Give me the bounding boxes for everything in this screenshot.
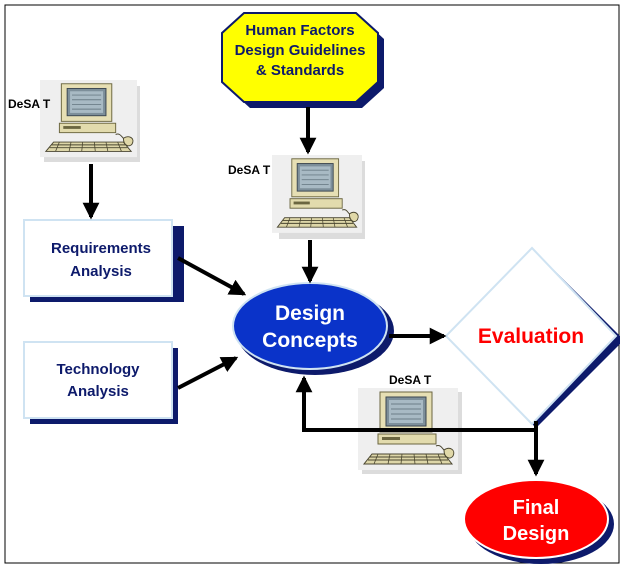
design-concepts-label-line-2: Concepts bbox=[262, 329, 358, 352]
evaluation-label: Evaluation bbox=[478, 325, 584, 348]
design-concepts-label-line-1: Design bbox=[275, 302, 345, 325]
design-concepts-node: Design Concepts bbox=[232, 282, 394, 375]
guidelines-label-line-2: Design Guidelines bbox=[235, 42, 366, 59]
technology-node: Technology Analysis bbox=[23, 341, 178, 424]
requirements-label-line-2: Analysis bbox=[70, 263, 132, 280]
requirements-node: Requirements Analysis bbox=[23, 219, 184, 302]
connectors bbox=[82, 107, 545, 477]
requirements-label-line-1: Requirements bbox=[51, 240, 151, 257]
desat-label-1: DeSA T bbox=[8, 97, 51, 111]
page-frame bbox=[4, 4, 620, 564]
desat-computer-1: DeSA T bbox=[8, 79, 140, 162]
final-design-label-line-1: Final bbox=[513, 497, 560, 519]
technology-label-line-2: Analysis bbox=[67, 383, 129, 400]
final-design-label-line-2: Design bbox=[503, 523, 570, 545]
arrow-technology-to-design-concepts bbox=[177, 356, 239, 390]
technology-label-line-1: Technology bbox=[56, 361, 140, 378]
evaluation-node: Evaluation bbox=[444, 246, 620, 428]
desat-label-3: DeSA T bbox=[389, 373, 432, 387]
final-design-node: Final Design bbox=[463, 479, 614, 564]
desat-computer-2: DeSA T bbox=[228, 154, 365, 239]
desat-label-2: DeSA T bbox=[228, 163, 271, 177]
guidelines-label-line-1: Human Factors bbox=[245, 22, 354, 39]
arrow-requirements-to-design-concepts bbox=[177, 256, 247, 296]
arrow-evaluation-feedback bbox=[295, 375, 538, 432]
guidelines-label-line-3: & Standards bbox=[256, 62, 344, 79]
desat-computer-3: DeSA T bbox=[357, 373, 462, 474]
guidelines-node: Human Factors Design Guidelines & Standa… bbox=[221, 12, 384, 108]
